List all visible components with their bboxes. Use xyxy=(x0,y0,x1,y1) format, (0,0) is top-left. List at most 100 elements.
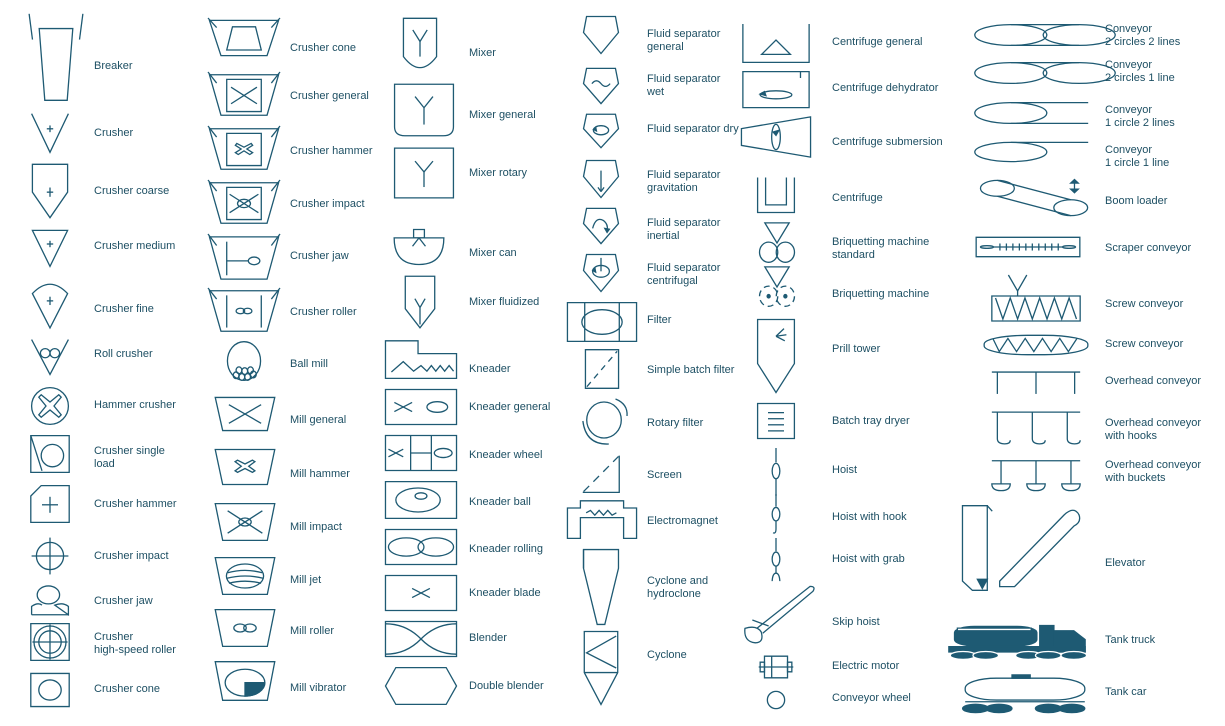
mixer-rotary-icon xyxy=(392,146,456,200)
symbol-label: Hammer crusher xyxy=(94,398,176,411)
symbol-label: Kneader ball xyxy=(469,495,531,508)
fluid-separator-wet-icon xyxy=(582,66,620,106)
symbol-label: Briquetting machine xyxy=(832,287,930,300)
symbol-label: Hoist with grab xyxy=(832,552,905,565)
fluid-separator-gravitation-icon xyxy=(582,158,620,200)
symbol-label: Crusher impact xyxy=(290,197,365,210)
symbol-label: Mixer fluidized xyxy=(469,295,540,308)
symbol-label: Mill roller xyxy=(290,624,334,637)
symbol-label: Kneader blade xyxy=(469,586,541,599)
mill-impact-icon xyxy=(214,502,276,542)
symbol-label: Rotary filter xyxy=(647,416,704,429)
symbol-label: Batch tray dryer xyxy=(832,414,910,427)
symbol-label: Skip hoist xyxy=(832,615,880,628)
mill-hammer-icon xyxy=(214,448,276,486)
elevator-icon xyxy=(960,502,1084,594)
symbol-label: Screw conveyor xyxy=(1105,297,1184,310)
kneader-general-icon xyxy=(384,388,458,426)
crusher-general-icon xyxy=(208,72,280,118)
symbol-label: Mixer xyxy=(469,46,496,59)
symbol-label: Kneader xyxy=(469,362,511,375)
symbol-label: Kneader rolling xyxy=(469,542,543,555)
ball-mill-icon xyxy=(226,340,262,382)
symbol-label: Boom loader xyxy=(1105,194,1168,207)
crusher-high-speed-roller-icon xyxy=(30,622,70,662)
symbol-label: Crusher cone xyxy=(94,682,161,695)
symbol-label: Mill general xyxy=(290,413,347,426)
double-blender-icon xyxy=(384,666,458,706)
symbol-label: Crusher impact xyxy=(94,549,169,562)
symbol-label: Prill tower xyxy=(832,342,881,355)
symbol-label: Crusher medium xyxy=(94,239,176,252)
hoist-with-grab-icon xyxy=(764,538,788,582)
symbol-label: Crusher hammer xyxy=(290,144,373,157)
symbol-label: Mill hammer xyxy=(290,467,350,480)
hoist-with-hook-icon xyxy=(764,494,788,536)
symbol-label: Conveyor wheel xyxy=(832,691,911,704)
symbol-label: Filter xyxy=(647,313,672,326)
symbol-label: Centrifuge general xyxy=(832,35,923,48)
symbol-label: Crusher roller xyxy=(290,305,357,318)
centrifuge-submersion-icon xyxy=(740,116,812,158)
crusher-jaw-hopper-icon xyxy=(208,234,280,282)
conveyor-1-circle-1-line-icon xyxy=(1000,140,1090,164)
centrifuge-icon xyxy=(756,176,796,214)
cyclone-and-hydroclone-icon xyxy=(582,548,620,626)
simple-batch-filter-icon xyxy=(584,348,620,390)
rotary-filter-icon xyxy=(580,396,628,446)
mill-vibrator-icon xyxy=(214,660,276,702)
mixer-icon xyxy=(402,16,438,74)
fluid-separator-general-icon xyxy=(582,14,620,56)
conveyor-wheel-icon xyxy=(764,688,788,712)
symbol-label: Fluid separator gravitation xyxy=(647,169,721,194)
crusher-coarse-icon xyxy=(30,162,70,220)
symbol-label: Roll crusher xyxy=(94,347,153,360)
crusher-cone-box-icon xyxy=(30,672,70,708)
crusher-impact-circle-icon xyxy=(30,536,70,576)
roll-crusher-icon xyxy=(30,338,70,376)
symbol-label: Crusher single load xyxy=(94,445,165,470)
hammer-crusher-icon xyxy=(30,386,70,426)
conveyor-1-circle-2-lines-icon xyxy=(1000,100,1090,126)
symbol-label: Mill jet xyxy=(290,573,322,586)
skip-hoist-icon xyxy=(742,584,816,644)
symbol-label: Overhead conveyor with buckets xyxy=(1105,459,1201,484)
symbol-label: Crusher jaw xyxy=(290,249,349,262)
filter-icon xyxy=(566,300,638,344)
kneader-wheel-icon xyxy=(384,434,458,472)
electric-motor-icon xyxy=(758,652,794,682)
symbol-label: Cyclone xyxy=(647,648,687,661)
fluid-separator-dry-icon xyxy=(582,112,620,150)
overhead-conveyor-buckets-icon xyxy=(990,458,1082,492)
kneader-rolling-icon xyxy=(384,528,458,566)
overhead-conveyor-hooks-icon xyxy=(990,410,1082,446)
symbol-label: Breaker xyxy=(94,59,133,72)
crusher-fine-icon xyxy=(30,278,70,330)
symbol-label: Overhead conveyor with hooks xyxy=(1105,417,1201,442)
symbol-label: Blender xyxy=(469,631,507,644)
kneader-blade-icon xyxy=(384,574,458,612)
symbol-label: Briquetting machine standard xyxy=(832,236,930,261)
overhead-conveyor-icon xyxy=(990,370,1082,396)
blender-icon xyxy=(384,620,458,658)
boom-loader-icon xyxy=(988,176,1082,220)
centrifuge-general-icon xyxy=(740,24,812,64)
fluid-separator-inertial-icon xyxy=(582,206,620,246)
symbol-label: Simple batch filter xyxy=(647,363,735,376)
symbol-label: Tank truck xyxy=(1105,633,1156,646)
tank-truck-icon xyxy=(946,622,1088,666)
symbol-label: Crusher jaw xyxy=(94,594,153,607)
symbol-label: Screw conveyor xyxy=(1105,337,1184,350)
symbol-label: Fluid separator inertial xyxy=(647,217,721,242)
symbol-label: Conveyor 1 circle 1 line xyxy=(1105,144,1170,169)
screw-conveyor-icon xyxy=(982,334,1090,356)
scraper-conveyor-icon xyxy=(974,236,1082,258)
crusher-icon xyxy=(30,112,70,154)
symbol-label: Conveyor 2 circles 1 line xyxy=(1105,59,1175,84)
symbol-label: Fluid separator wet xyxy=(647,73,721,98)
symbol-label: Double blender xyxy=(469,679,544,692)
crusher-impact-hopper-icon xyxy=(208,180,280,226)
crusher-cone-hopper-icon xyxy=(208,18,280,58)
symbol-label: Screen xyxy=(647,468,682,481)
